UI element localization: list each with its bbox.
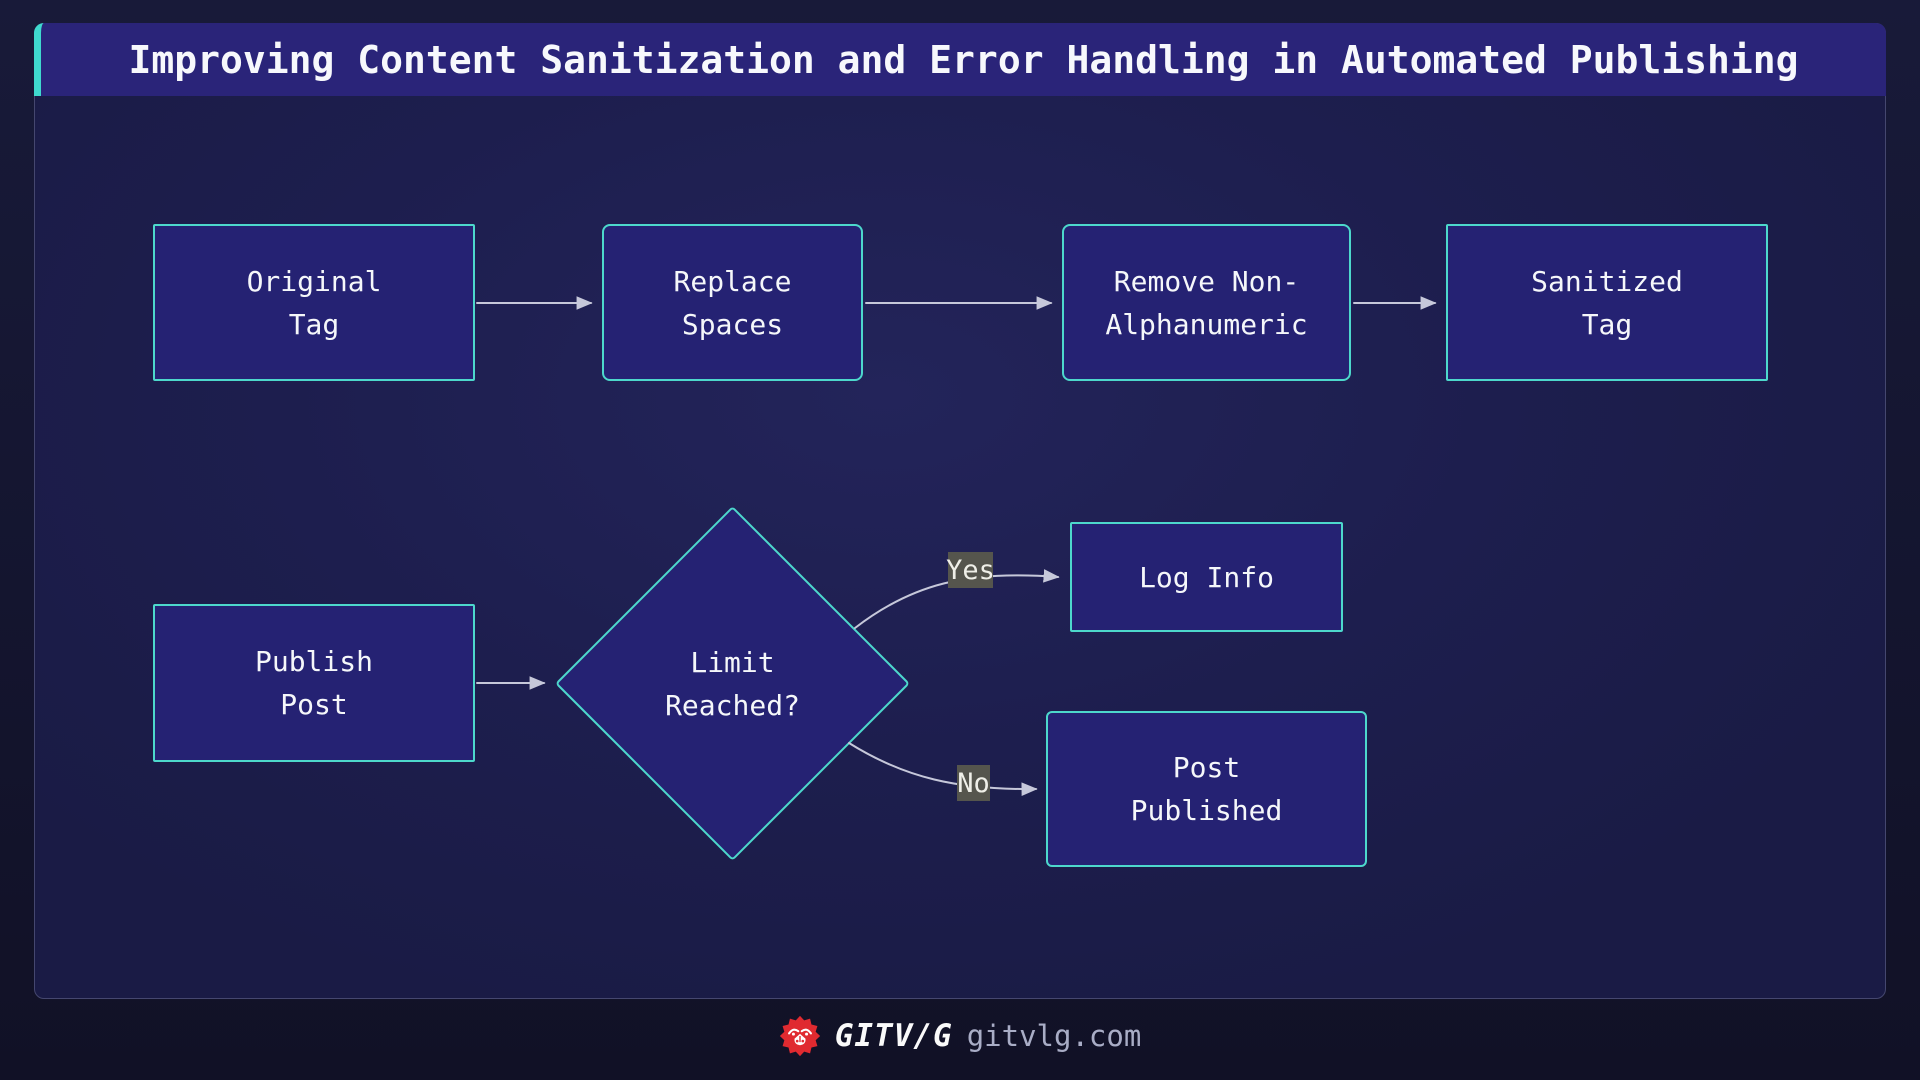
brand-domain: gitvlg.com: [966, 1019, 1142, 1053]
node-label-line: Published: [1130, 794, 1283, 827]
lion-logo-icon: [779, 1015, 820, 1057]
node-label-line: Spaces: [681, 307, 784, 341]
brand-name: GITV/G: [834, 1018, 953, 1054]
page-title: Improving Content Sanitization and Error…: [128, 37, 1799, 82]
node-label-line: Log Info: [1139, 560, 1274, 594]
decision-label: Limit Reached?: [555, 506, 910, 861]
node-label-line: Post: [1172, 751, 1241, 784]
node-remove-non-alphanumeric: Remove Non- Alphanumeric: [1062, 224, 1351, 381]
footer: GITV/G gitvlg.com: [0, 1008, 1920, 1064]
node-label-line: Replace: [673, 264, 792, 298]
node-label-line: Alphanumeric: [1105, 307, 1308, 341]
node-label-line: Tag: [1581, 307, 1633, 341]
node-label-line: Tag: [288, 307, 340, 341]
node-label-line: Publish: [254, 645, 373, 678]
title-bar: Improving Content Sanitization and Error…: [34, 23, 1886, 96]
edge-label-no: No: [957, 765, 990, 801]
node-label-line: Reached?: [665, 688, 800, 722]
node-original-tag: Original Tag: [153, 224, 475, 381]
decision-limit-reached: Limit Reached?: [555, 506, 910, 861]
node-label-line: Post: [280, 688, 348, 721]
node-sanitized-tag: Sanitized Tag: [1446, 224, 1768, 381]
node-label-line: Sanitized: [1531, 264, 1683, 298]
node-publish-post: Publish Post: [153, 604, 475, 762]
node-label-line: Limit: [690, 645, 775, 679]
node-log-info: Log Info: [1070, 522, 1343, 632]
node-label-line: Remove Non-: [1113, 264, 1300, 298]
diagram-panel: [34, 23, 1886, 999]
edge-label-yes: Yes: [946, 552, 995, 588]
node-label-line: Original: [246, 264, 382, 298]
node-post-published: Post Published: [1046, 711, 1367, 867]
node-replace-spaces: Replace Spaces: [602, 224, 863, 381]
